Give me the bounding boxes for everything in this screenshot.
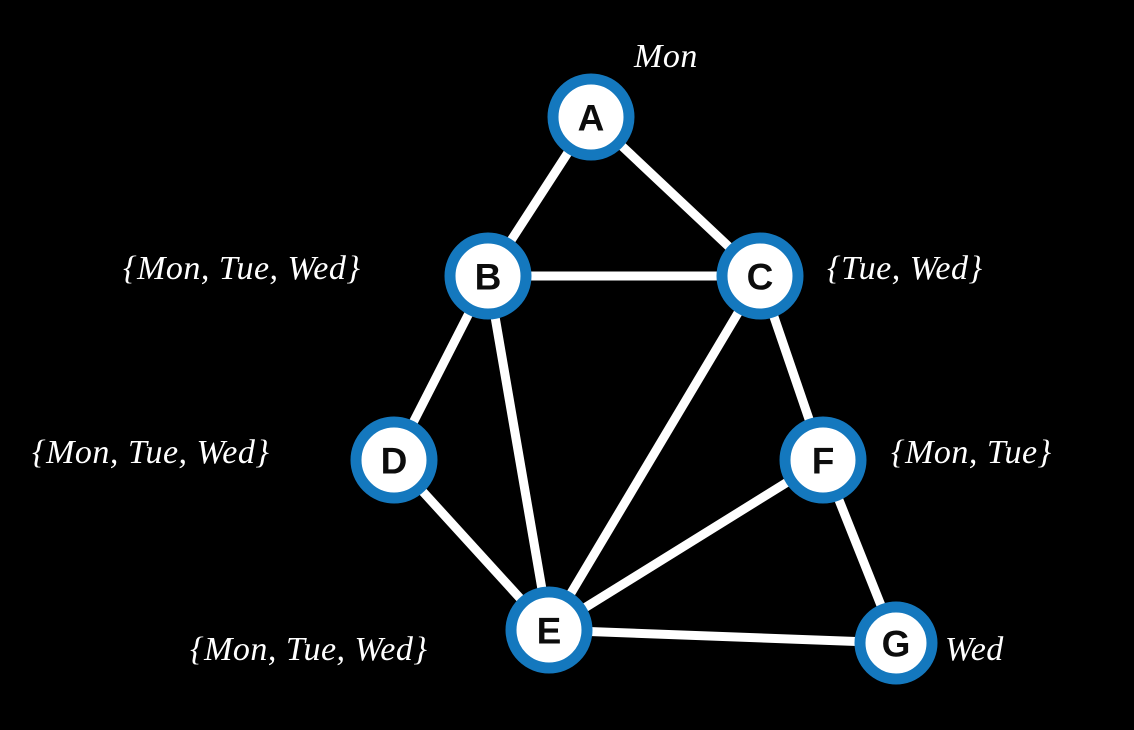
node-circle-f[interactable] [779, 416, 867, 504]
node-circle-c[interactable] [716, 232, 804, 320]
edge-e-g [548, 625, 897, 648]
edge-c-e [545, 273, 764, 633]
node-e[interactable]: E [505, 586, 593, 674]
domain-label-e: {Mon, Tue, Wed} [190, 631, 428, 668]
domain-label-f: {Mon, Tue} [891, 434, 1052, 471]
node-circle-e[interactable] [505, 586, 593, 674]
node-label-c: C [747, 257, 774, 298]
edges-group [389, 113, 901, 648]
domain-label-b: {Mon, Tue, Wed} [123, 250, 361, 287]
node-label-e: E [537, 611, 562, 652]
domain-label-a: Mon [634, 38, 698, 75]
node-label-d: D [381, 441, 408, 482]
node-label-b: B [475, 257, 502, 298]
nodes-group: A B C D E F G [350, 73, 938, 685]
node-circle-d[interactable] [350, 416, 438, 504]
node-b[interactable]: B [444, 232, 532, 320]
node-label-g: G [882, 624, 911, 665]
node-circle-b[interactable] [444, 232, 532, 320]
node-circle-g[interactable] [854, 601, 938, 685]
node-circle-a[interactable] [547, 73, 635, 161]
node-label-f: F [812, 441, 835, 482]
node-g[interactable]: G [854, 601, 938, 685]
domain-label-g: Wed [945, 631, 1004, 668]
node-c[interactable]: C [716, 232, 804, 320]
node-label-a: A [578, 98, 605, 139]
node-d[interactable]: D [350, 416, 438, 504]
edge-e-f [546, 456, 826, 634]
domain-label-d: {Mon, Tue, Wed} [32, 434, 270, 471]
node-a[interactable]: A [547, 73, 635, 161]
edge-b-e [483, 275, 554, 631]
domain-label-c: {Tue, Wed} [827, 250, 983, 287]
node-f[interactable]: F [779, 416, 867, 504]
